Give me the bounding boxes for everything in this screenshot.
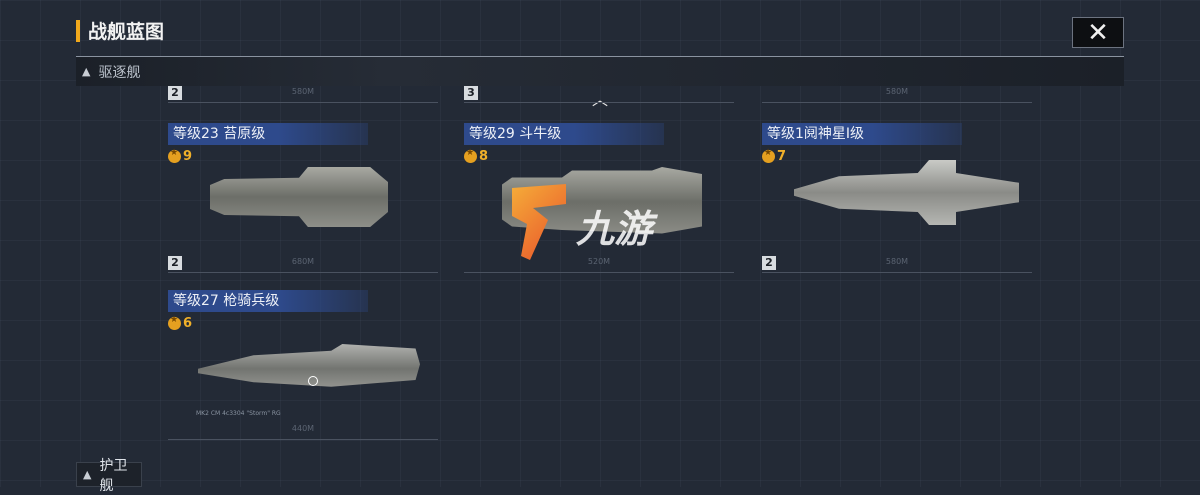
- rank-badge: 2: [762, 256, 776, 270]
- ship-card-bull[interactable]: 3 等级29 斗牛级 8 520M: [464, 85, 734, 275]
- ruler-length: 580M: [885, 257, 909, 266]
- rank-badge: 2: [168, 86, 182, 100]
- bottom-ruler: 440M: [168, 422, 438, 440]
- ship-image: [210, 167, 388, 227]
- title-text: 战舰蓝图: [88, 21, 165, 43]
- rank-badge: 2: [168, 256, 182, 270]
- page-title: 战舰蓝图: [76, 17, 164, 44]
- hardpoint-marker[interactable]: [308, 376, 318, 386]
- top-ruler: 2 580M: [168, 85, 438, 103]
- collapse-triangle-icon: ▲: [83, 468, 92, 481]
- ship-card-lancer[interactable]: 等级27 枪骑兵级 6 MK2 CM 4c3304 "Storm" RG 440…: [168, 252, 438, 442]
- ruler-length: 580M: [885, 87, 909, 96]
- section-frigate[interactable]: ▲ 护卫舰: [76, 458, 142, 494]
- medal-icon: [762, 148, 775, 163]
- count-value: 6: [183, 316, 193, 331]
- ship-name: 等级29 斗牛级: [464, 123, 664, 145]
- bottom-ruler: 2 580M: [762, 255, 1032, 273]
- close-icon: ✕: [1087, 17, 1109, 48]
- medal-icon: [168, 315, 181, 330]
- ship-image: [502, 167, 702, 234]
- blueprint-count: 7: [762, 148, 787, 164]
- section-label: 护卫舰: [99, 457, 128, 494]
- blueprint-count: 6: [168, 315, 193, 331]
- top-ruler: 580M: [762, 85, 1032, 103]
- medal-icon: [464, 148, 477, 163]
- count-value: 9: [183, 149, 193, 164]
- rank-badge: 3: [464, 86, 478, 100]
- ship-card-tundra[interactable]: 2 580M 等级23 苔原级 9 2 680M: [168, 85, 438, 275]
- blueprint-count: 8: [464, 148, 489, 164]
- ruler-length: 680M: [291, 257, 315, 266]
- ship-card-eris[interactable]: 580M 等级1阋神星I级 7 2 580M: [762, 85, 1032, 275]
- bottom-ruler: 520M: [464, 255, 734, 273]
- scroll-up-chevron-icon[interactable]: ︿: [592, 90, 609, 109]
- count-value: 7: [777, 149, 787, 164]
- bottom-ruler: 2 680M: [168, 255, 438, 273]
- ship-image: [794, 160, 1019, 225]
- collapse-triangle-icon: ▲: [82, 65, 91, 78]
- section-destroyer[interactable]: ▲ 驱逐舰: [76, 56, 1124, 86]
- ship-name: 等级27 枪骑兵级: [168, 290, 368, 312]
- ruler-length: 580M: [291, 87, 315, 96]
- ship-name: 等级1阋神星I级: [762, 123, 962, 145]
- title-accent: [76, 19, 80, 42]
- close-button[interactable]: ✕: [1072, 17, 1124, 48]
- ruler-length: 440M: [291, 424, 315, 433]
- section-label: 驱逐舰: [98, 64, 141, 81]
- medal-icon: [168, 148, 181, 163]
- ruler-length: 520M: [587, 257, 611, 266]
- top-ruler: 3: [464, 85, 734, 103]
- ship-name: 等级23 苔原级: [168, 123, 368, 145]
- blueprint-count: 9: [168, 148, 193, 164]
- weapon-annotation: MK2 CM 4c3304 "Storm" RG: [196, 410, 281, 417]
- count-value: 8: [479, 149, 489, 164]
